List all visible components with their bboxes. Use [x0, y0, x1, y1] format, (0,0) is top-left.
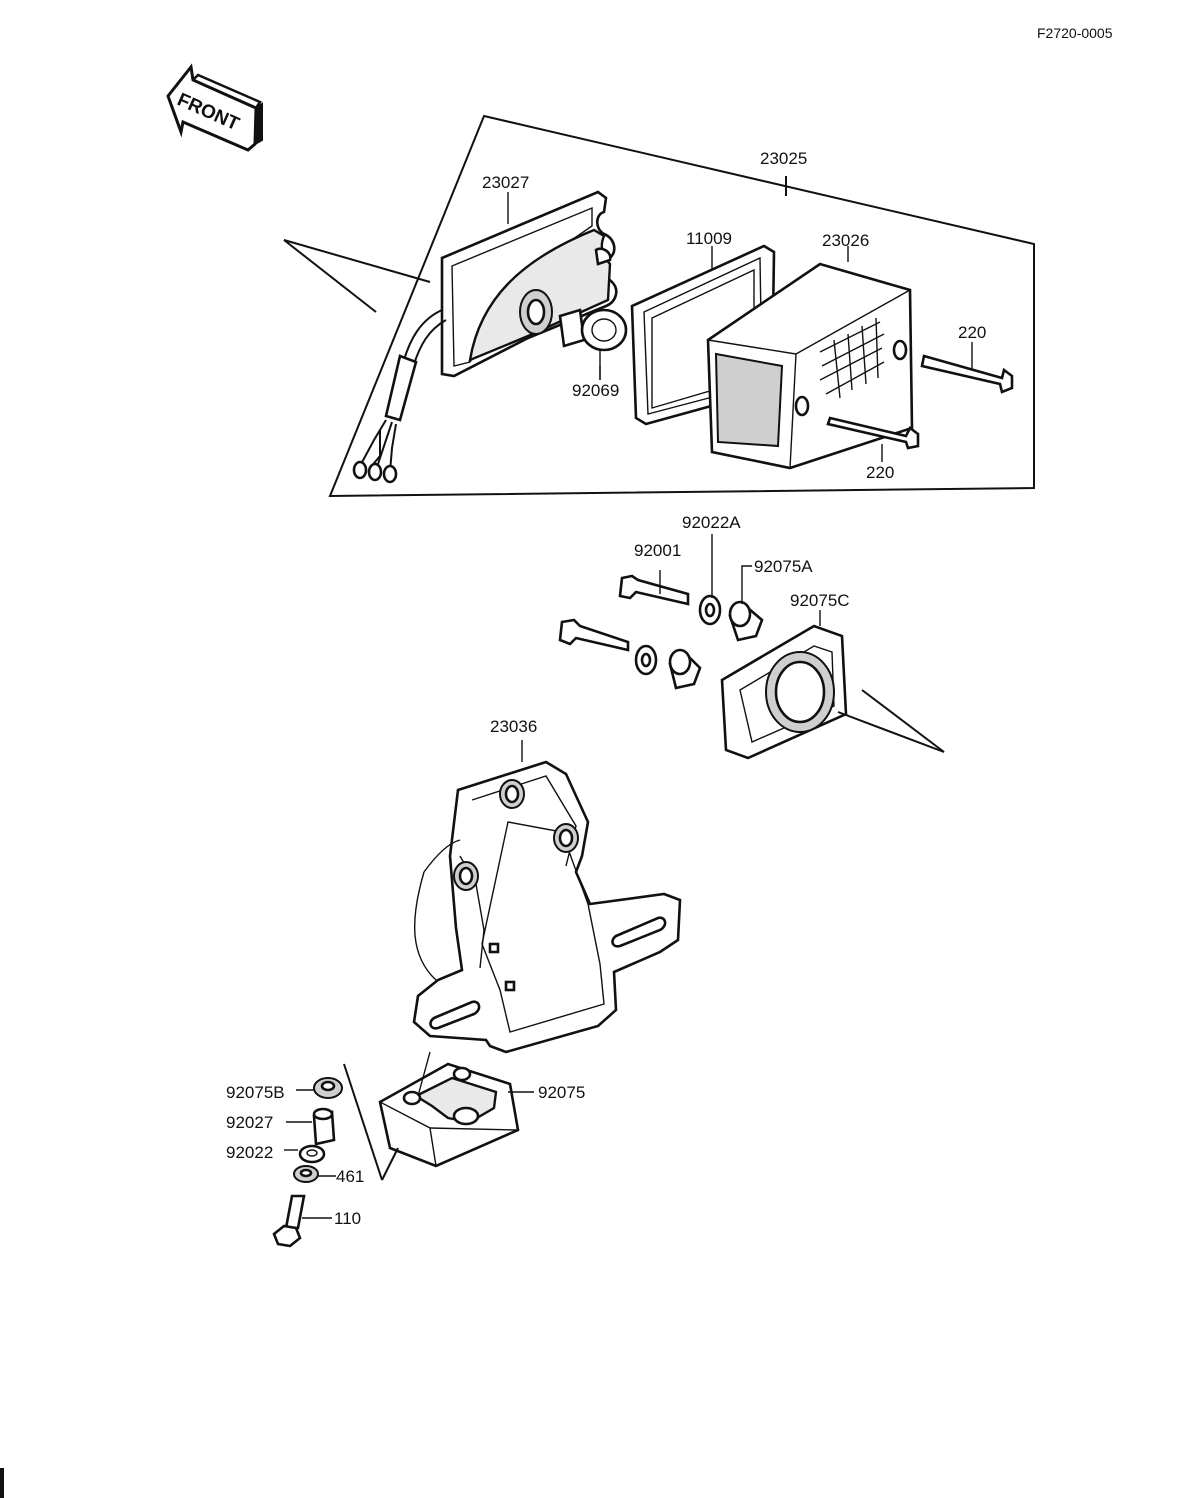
label-92022: 92022	[226, 1143, 273, 1162]
label-461: 461	[336, 1167, 364, 1186]
housing-base-23027	[440, 190, 618, 378]
label-92027: 92027	[226, 1113, 273, 1132]
rubber-92075	[378, 1051, 534, 1168]
bulb-92069	[558, 308, 628, 380]
label-220-upper: 220	[958, 323, 986, 342]
lens-23026	[706, 262, 914, 470]
label-220-lower: 220	[866, 463, 894, 482]
washer-92022A	[634, 534, 722, 676]
bolt-110	[272, 1194, 332, 1248]
label-11009: 11009	[686, 229, 732, 248]
bracket-23036	[412, 740, 682, 1054]
bolt-92001-upper	[618, 570, 690, 606]
pointer-arrow-lower	[343, 1063, 399, 1181]
front-arrow-icon: FRONT	[166, 63, 263, 152]
pointer-arrow-right	[837, 689, 945, 753]
assembly-23025-outline	[328, 114, 1035, 498]
label-23036: 23036	[490, 717, 537, 736]
label-92075C: 92075C	[790, 591, 850, 610]
pointer-arrow-left	[283, 239, 431, 313]
collar-92027	[286, 1107, 336, 1146]
lens-grid	[819, 317, 885, 399]
label-110: 110	[334, 1209, 361, 1228]
lockwasher-461	[293, 1165, 336, 1183]
collar-92075A	[668, 565, 764, 690]
label-23027: 23027	[482, 173, 529, 192]
label-23025: 23025	[760, 149, 807, 168]
screw-220-lower	[826, 416, 920, 450]
label-92075B: 92075B	[226, 1083, 285, 1102]
bolt-92001-lower	[558, 618, 630, 652]
grommet-92075B	[296, 1077, 343, 1099]
label-92075: 92075	[538, 1083, 585, 1102]
label-92022A: 92022A	[682, 513, 741, 532]
leader-lines-upper	[507, 192, 973, 462]
washer-92022	[284, 1144, 326, 1164]
screw-220-upper	[920, 354, 1014, 394]
rubber-92075C	[720, 610, 848, 760]
drawing-code: F2720-0005	[1037, 25, 1113, 41]
wiring-harness	[352, 309, 447, 484]
label-92001: 92001	[634, 541, 681, 560]
scan-mark	[0, 1468, 4, 1498]
label-23026: 23026	[822, 231, 869, 250]
label-92075A: 92075A	[754, 557, 813, 576]
label-92069: 92069	[572, 381, 619, 400]
